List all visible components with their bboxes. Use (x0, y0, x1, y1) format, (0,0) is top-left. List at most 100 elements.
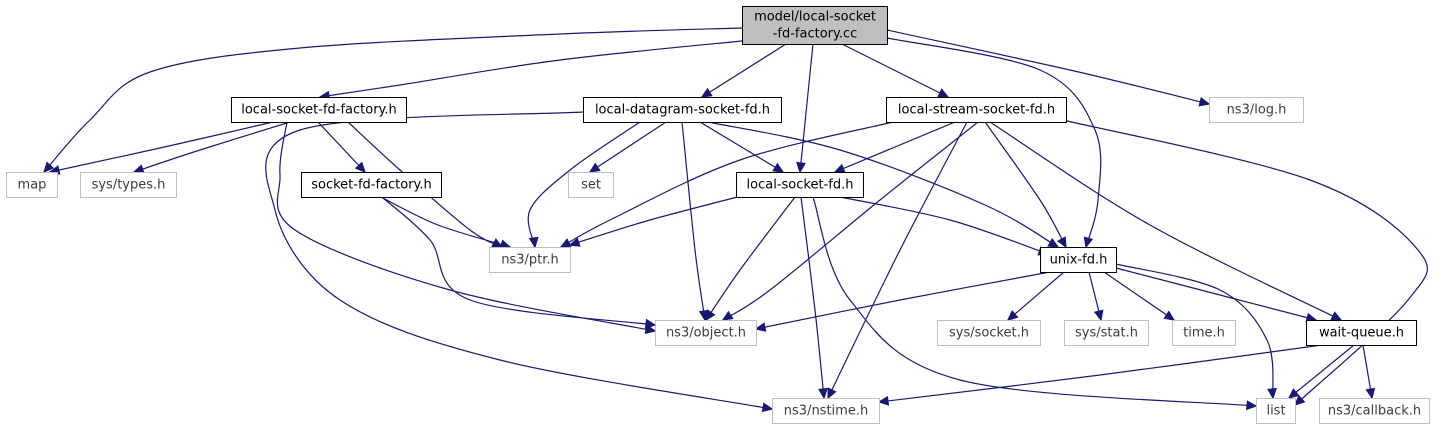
arrowhead (588, 162, 601, 173)
arrowhead (1163, 310, 1176, 321)
node-label: sys/stat.h (1075, 326, 1138, 341)
arrowhead (877, 395, 890, 406)
node-label: ns3/ptr.h (501, 253, 559, 268)
edge-ldsf-to-object (681, 121, 709, 322)
node-label: sys/socket.h (949, 326, 1029, 341)
arrowhead (700, 87, 713, 98)
edge-ldsf-to-lsf (699, 121, 785, 173)
arrowhead (796, 161, 806, 174)
edge-ldsf-to-unixfd (707, 121, 1060, 248)
arrowhead (1093, 309, 1104, 322)
node-box (742, 6, 888, 45)
edge-line (699, 121, 784, 173)
edge-line (989, 121, 1342, 321)
arrowhead (818, 387, 828, 400)
arrowhead (354, 161, 367, 174)
node-box (231, 97, 407, 123)
node-sff[interactable]: socket-fd-factory.h (301, 172, 442, 198)
node-label: map (18, 178, 47, 193)
edge-line (319, 39, 753, 98)
edge-line (834, 121, 956, 173)
node-box (736, 172, 864, 198)
arrowhead (1047, 237, 1060, 248)
edge-line (1062, 119, 1428, 406)
arrowhead (1083, 236, 1094, 249)
node-label: set (581, 178, 601, 193)
node-label: ns3/log.h (1227, 103, 1287, 118)
arrowhead (705, 309, 716, 322)
edge-lsf-to-unixfd (839, 196, 1050, 256)
edge-lssf-to-unixfd (984, 121, 1067, 249)
node-ldsf[interactable]: local-datagram-socket-fd.h (583, 97, 782, 123)
node-lsff[interactable]: local-socket-fd-factory.h (231, 97, 407, 123)
edge-line (841, 43, 949, 98)
node-box (937, 320, 1041, 346)
node-root[interactable]: model/local-socket-fd-factory.cc (742, 6, 888, 45)
arrowhead (1198, 96, 1211, 107)
edge-line (799, 43, 814, 173)
edge-line (381, 196, 656, 326)
node-box (1256, 398, 1296, 424)
arrowhead (644, 318, 657, 329)
edge-sff-to-object (381, 196, 657, 329)
edge-line (707, 121, 1059, 248)
edge-line (886, 29, 1210, 105)
node-lsf[interactable]: local-socket-fd.h (736, 172, 864, 198)
edge-line (705, 196, 796, 321)
edge-line (1115, 263, 1274, 399)
node-label: list (1266, 404, 1285, 419)
arrowhead (833, 163, 846, 173)
edge-line (800, 196, 825, 399)
arrowhead (1056, 236, 1067, 249)
node-label: local-socket-fd-factory.h (241, 103, 397, 118)
node-box (1319, 398, 1430, 424)
edge-lssf-to-object (721, 121, 979, 321)
edge-unixfd-to-stat (1088, 271, 1104, 322)
arrowhead (1365, 387, 1376, 400)
node-object: ns3/object.h (655, 320, 757, 346)
edge-line (569, 194, 746, 246)
arrowhead (721, 310, 734, 321)
node-types: sys/types.h (80, 172, 177, 198)
edge-waitq-to-nstime (877, 344, 1323, 406)
edge-line (886, 37, 1102, 248)
node-label: unix-fd.h (1050, 253, 1108, 268)
edge-lssf-to-nstime (827, 121, 968, 400)
arrowhead (559, 238, 572, 248)
edge-line (1103, 271, 1175, 321)
node-box (1040, 247, 1117, 273)
arrowhead (754, 322, 767, 332)
edge-line (755, 271, 1051, 330)
edge-line (681, 121, 706, 321)
edge-line (276, 121, 656, 332)
arrowhead (1267, 387, 1277, 400)
edge-lssf-to-waitq (989, 121, 1343, 321)
edge-lsff-to-sff (317, 121, 367, 174)
arrowhead (1293, 394, 1306, 407)
edge-root-to-lssf (841, 43, 950, 98)
edge-root-to-unixfd (886, 37, 1102, 249)
arrowhead (772, 162, 785, 173)
node-box (301, 172, 442, 198)
edge-line (43, 27, 743, 173)
arrowhead (1006, 310, 1019, 321)
edge-line (589, 121, 667, 173)
edge-line (560, 121, 894, 248)
edge-ldsf-to-set (588, 121, 667, 173)
node-box (1209, 97, 1304, 123)
edge-line (133, 121, 291, 173)
node-label: wait-queue.h (1319, 326, 1404, 341)
node-box (655, 320, 757, 346)
edge-line (701, 43, 787, 98)
edge-unixfd-to-socket (1006, 271, 1065, 321)
arrowhead (937, 88, 950, 98)
edge-line (380, 196, 511, 248)
node-box (1064, 320, 1149, 346)
node-lssf[interactable]: local-stream-socket-fd.h (886, 97, 1067, 123)
edge-waitq-to-callback (1362, 344, 1376, 400)
edge-line (1007, 271, 1065, 321)
node-unixfd[interactable]: unix-fd.h (1040, 247, 1117, 273)
node-waitq[interactable]: wait-queue.h (1306, 320, 1417, 346)
edge-line (812, 196, 1257, 407)
edge-root-to-ldsf (700, 43, 787, 98)
